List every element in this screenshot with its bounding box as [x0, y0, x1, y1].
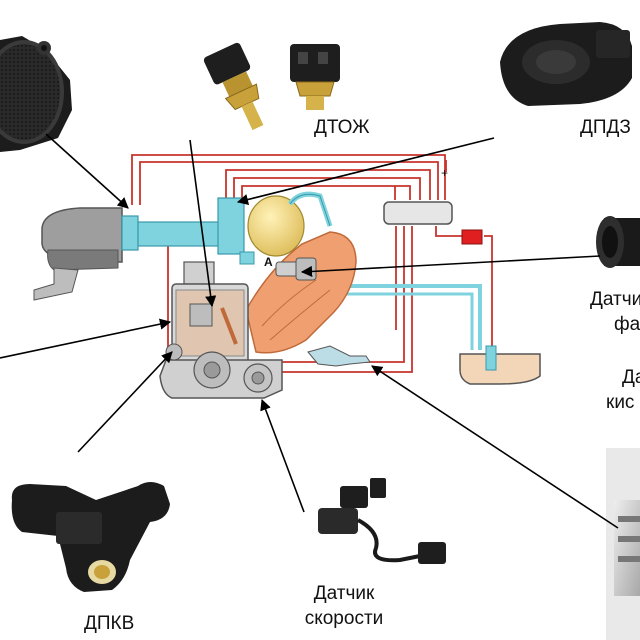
label-speed-line2: скорости [304, 608, 384, 629]
tps-sensor-photo [500, 22, 632, 106]
label-dpkv: ДПКВ [84, 613, 135, 634]
label-dpdz: ДПДЗ [580, 117, 631, 138]
label-phase-line1: Датчи [590, 289, 640, 310]
arrow-phase [300, 255, 601, 278]
label-oxygen-line1: Да [622, 367, 640, 388]
label-oxygen-line2: кис [606, 392, 635, 413]
speed-sensor-schematic [307, 345, 371, 367]
label-phase-line2: фа [614, 314, 640, 335]
phase-sensor-photo [596, 216, 640, 268]
arrow-ckp [77, 351, 173, 453]
intake-system [33, 191, 482, 350]
fuel-tank [459, 345, 541, 385]
arrow-speed [260, 398, 305, 513]
arrow-left-engine [0, 318, 172, 359]
plus-mark: + [441, 166, 448, 180]
coolant-sensor-photo [203, 42, 340, 131]
speed-sensor-photo [318, 478, 446, 564]
arrow-maf [45, 133, 129, 209]
point-a-mark: A [264, 255, 273, 269]
arrow-oxygen [371, 365, 619, 529]
label-dtozh: ДТОЖ [314, 117, 370, 138]
ckp-sensor-photo [11, 482, 171, 592]
oxygen-sensor-photo [606, 448, 640, 640]
arrow-coolant [189, 139, 217, 308]
maf-sensor-photo [0, 36, 72, 152]
ecu-block [383, 201, 453, 225]
leader-lines [0, 133, 619, 529]
wiring-harness [131, 154, 493, 373]
engine-block [159, 261, 283, 399]
arrow-tps [236, 137, 495, 205]
label-speed-line1: Датчик [313, 583, 375, 604]
fuel-pump-relay [461, 229, 483, 245]
